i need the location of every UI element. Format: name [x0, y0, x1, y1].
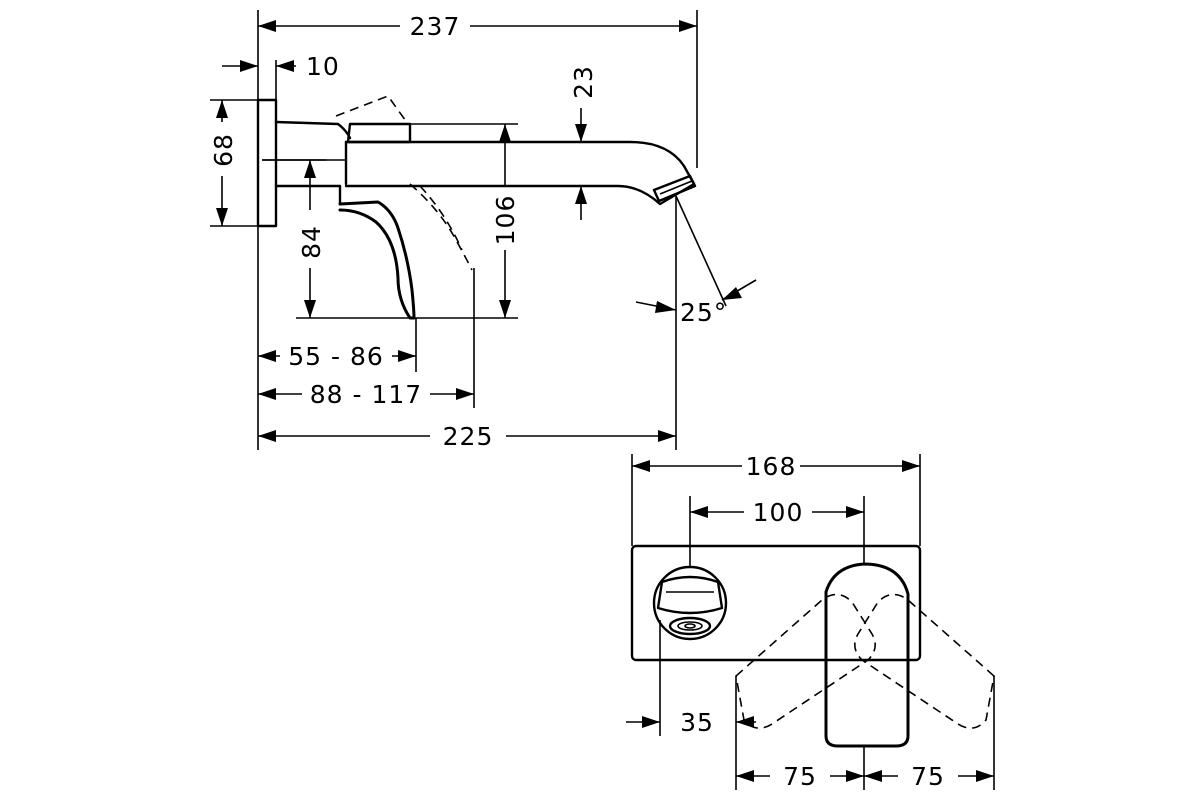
dim-10: 10 — [222, 52, 340, 81]
dim-225: 225 — [258, 422, 676, 451]
dim-84: 84 — [297, 160, 326, 318]
lever-handle-front — [824, 562, 910, 748]
dim-225-label: 225 — [443, 422, 494, 451]
lever-open-position — [335, 95, 473, 271]
dim-68: 68 — [209, 100, 238, 226]
wall-plate — [256, 98, 278, 228]
dim-55-86-label: 55 - 86 — [288, 342, 384, 371]
dim-75-right: 75 — [864, 762, 994, 791]
dim-35: 35 — [626, 708, 756, 737]
dim-168: 168 — [632, 452, 920, 481]
dim-88-117-label: 88 - 117 — [310, 380, 422, 409]
dim-23-label: 23 — [569, 65, 598, 99]
dim-23: 23 — [569, 65, 598, 220]
dim-237-label: 237 — [410, 12, 461, 41]
dim-55-86: 55 - 86 — [258, 342, 416, 371]
dim-100-label: 100 — [753, 498, 804, 527]
dim-10-label: 10 — [306, 52, 340, 81]
cartridge-cap — [346, 122, 412, 144]
dim-angle-25-label: 25° — [680, 298, 727, 327]
lever-handle — [338, 200, 416, 320]
dim-angle-25: 25° — [635, 279, 757, 327]
dim-35-label: 35 — [680, 708, 714, 737]
side-witness-lines — [210, 10, 727, 450]
dim-88-117: 88 - 117 — [258, 380, 474, 409]
side-view: 237 10 68 23 — [209, 10, 757, 451]
front-witness-lines — [631, 454, 995, 790]
aerator-front — [668, 616, 712, 636]
dim-237: 237 — [258, 12, 697, 41]
dim-106: 106 — [491, 124, 520, 318]
spout — [344, 140, 696, 206]
dim-106-label: 106 — [491, 195, 520, 246]
dim-84-label: 84 — [297, 225, 326, 259]
aerator — [652, 174, 697, 203]
dim-100: 100 — [690, 498, 864, 527]
lever-swing-positions — [735, 593, 995, 729]
dim-68-label: 68 — [209, 133, 238, 167]
spout-outlet — [652, 565, 728, 641]
dim-75-right-label: 75 — [911, 762, 945, 791]
dim-75-left: 75 — [736, 762, 864, 791]
dim-75-left-label: 75 — [783, 762, 817, 791]
front-view: 168 100 35 75 — [626, 452, 995, 791]
dim-168-label: 168 — [746, 452, 797, 481]
cover-plate — [630, 544, 922, 662]
